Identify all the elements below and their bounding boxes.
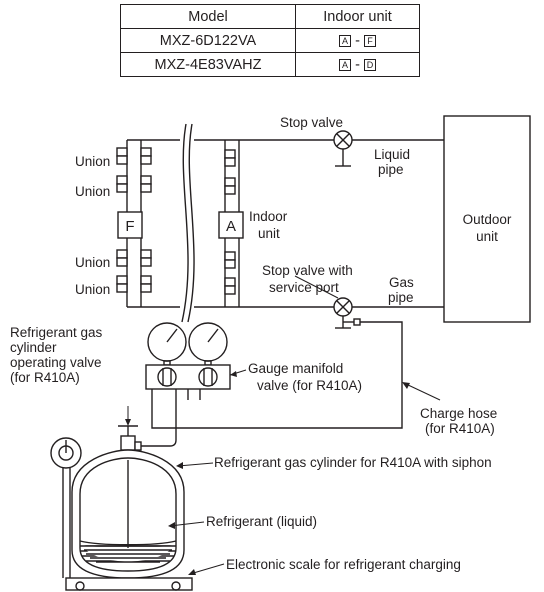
charge-hose-label: (for R410A) [425,421,495,436]
header-indoor-unit: Indoor unit [295,4,420,29]
outdoor-unit-label: unit [476,229,498,244]
refrigerant-cylinder-icon [71,449,185,579]
arrowhead-icon [125,371,410,575]
union-label: Union [75,282,110,297]
model-indoor-unit-table: Model Indoor unit MXZ-6D122VA A - F MXZ-… [120,4,420,77]
diagram-labels: Union Union Union Union F A Indoor unit … [10,115,512,572]
unit-f-label: F [125,218,134,235]
header-model: Model [120,4,296,29]
stop-valve-icon [333,130,353,167]
table-row: MXZ-4E83VAHZ A - D [120,52,420,77]
indoor-unit-label: unit [258,226,280,241]
indoor-unit-to: F [363,34,376,47]
leader-lines [127,275,441,575]
indoor-unit-a-box [218,211,244,239]
indoor-unit-to: D [363,58,376,71]
charge-hose-line [151,321,403,429]
liquid-pipe-label: Liquid [374,147,410,162]
stop-valve-service-label: Stop valve with [262,263,353,278]
indoor-unit-label: Indoor [249,209,288,224]
range-separator: - [351,56,364,73]
electronic-scale-label: Electronic scale for refrigerant chargin… [226,557,461,572]
stop-valve-label: Stop valve [280,115,343,130]
table-header-row: Model Indoor unit [120,4,420,29]
indoor-unit-f-box [117,211,143,239]
table-row: MXZ-6D122VA A - F [120,28,420,53]
cylinder-valve-label: (for R410A) [10,370,80,385]
service-port-valve-icon [333,297,361,329]
indoor-unit-range-cell: A - D [295,52,420,77]
outdoor-unit-label: Outdoor [463,212,512,227]
gas-pipe-label: pipe [388,290,414,305]
union-label: Union [75,154,110,169]
union-fitting-icon [116,147,152,293]
refrigerant-liquid-label: Refrigerant (liquid) [206,514,317,529]
union-label: Union [75,255,110,270]
gas-pipe-label: Gas [389,275,414,290]
indoor-unit-from: A [339,58,352,71]
range-separator: - [351,32,364,49]
gauge-manifold-icon [145,322,231,400]
break-mark-icon [181,123,195,323]
gauge-manifold-label: Gauge manifold [248,361,343,376]
indoor-unit-range-cell: A - F [295,28,420,53]
stop-valve-service-label: service port [269,280,339,295]
cylinder-valve-label: Refrigerant gas [10,325,103,340]
model-cell: MXZ-4E83VAHZ [120,52,296,77]
electronic-scale-icon [50,437,193,591]
gauge-manifold-label: valve (for R410A) [257,378,362,393]
unit-a-label: A [226,218,236,235]
union-fitting-icon [224,149,236,295]
outdoor-unit-box [443,115,531,323]
manifold-to-cylinder-hose [140,400,177,447]
charge-hose-label: Charge hose [420,406,497,421]
union-label: Union [75,184,110,199]
cylinder-siphon-label: Refrigerant gas cylinder for R410A with … [214,455,492,470]
cylinder-valve-label: cylinder [10,340,57,355]
liquid-pipe-label: pipe [378,162,404,177]
cylinder-valve-label: operating valve [10,355,102,370]
indoor-unit-from: A [339,34,352,47]
